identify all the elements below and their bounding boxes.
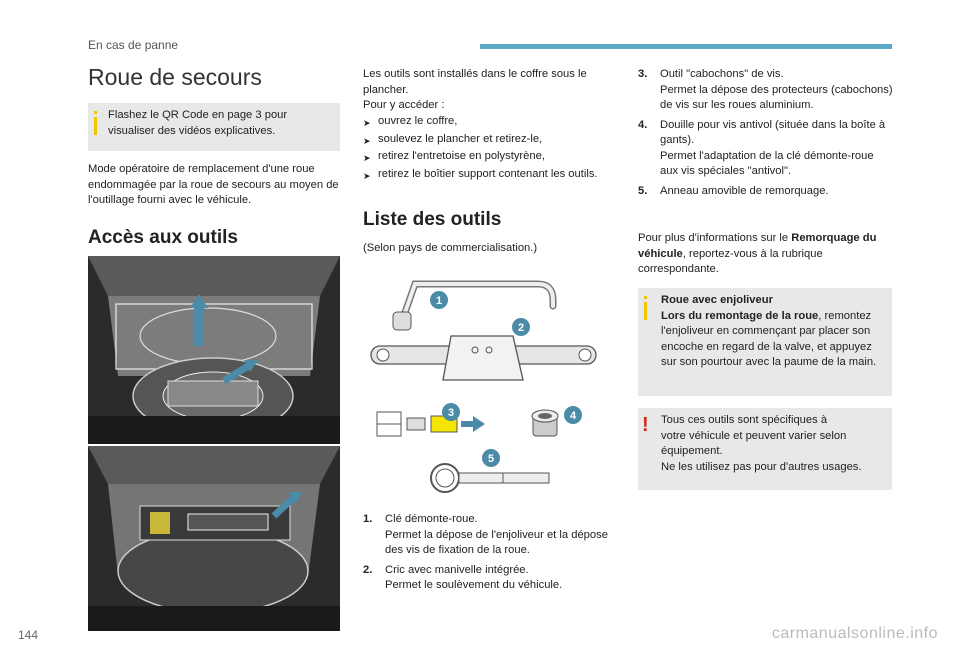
access-intro-text: Les outils sont installés dans le coffre… (363, 68, 587, 96)
info-icon-bar (94, 117, 97, 135)
svg-text:4: 4 (570, 410, 577, 422)
svg-text:1: 1 (436, 295, 442, 307)
enjoliveur-text: Roue avec enjoliveur Lors du remontage d… (661, 294, 877, 368)
list-item: 5. Anneau amovible de remorquage. (638, 184, 829, 197)
wheel-brace-drawing (392, 280, 557, 331)
list-item: ➤retirez le boîtier support contenant le… (363, 167, 613, 185)
tools-heading: Liste des outils (363, 209, 502, 230)
svg-text:2: 2 (518, 322, 524, 334)
arrow-bullet-icon: ➤ (363, 170, 371, 181)
warning-icon: ! (642, 414, 649, 436)
arrow-bullet-icon: ➤ (363, 118, 371, 128)
intro-text: Mode opératoire de remplacement d'une ro… (88, 163, 339, 206)
page-title: Roue de secours (88, 64, 262, 90)
access-heading: Accès aux outils (88, 227, 238, 248)
enjoliveur-info-note: Roue avec enjoliveur Lors du remontage d… (638, 288, 892, 396)
trunk-photo-floor (88, 256, 340, 444)
section-header: En cas de panne (88, 38, 179, 52)
badge-4: 4 (564, 406, 582, 424)
badge-1: 1 (430, 291, 448, 309)
list-item: 2. Cric avec manivelle intégrée.Permet l… (363, 563, 563, 592)
badge-2: 2 (512, 318, 530, 336)
access-how-text: Pour y accéder : (363, 99, 445, 111)
warning-text: Tous ces outils sont spécifiques à votre… (661, 414, 862, 473)
page-number: 144 (18, 628, 39, 642)
jack-drawing (370, 335, 597, 381)
antitheft-socket-drawing (531, 409, 559, 437)
tool-list-b: 3. Outil "cabochons" de vis.Permet la dé… (638, 67, 894, 199)
svg-text:3: 3 (448, 407, 454, 419)
towing-eye-drawing (430, 463, 550, 493)
qr-info-note: Flashez le QR Code en page 3 pour visual… (88, 103, 340, 151)
towing-reference: Remorquage du véhicule (638, 232, 877, 260)
more-info-text: Pour plus d'informations sur le Remorqua… (638, 232, 877, 275)
badge-5: 5 (482, 449, 500, 467)
list-item: ➤soulevez le plancher et retirez-le, (363, 132, 613, 150)
arrow-bullet-icon: ➤ (363, 135, 371, 146)
tool-list-a: 1. Clé démonte-roue.Permet la dépose de … (363, 512, 613, 594)
list-item: ➤ouvrez le coffre, (363, 114, 613, 132)
watermark: carmanualsonline.info (771, 625, 938, 642)
list-item: 4. Douille pour vis antivol (située dans… (638, 118, 886, 178)
access-bullet-list: ➤ouvrez le coffre, ➤soulevez le plancher… (363, 114, 613, 184)
header-accent-bar (480, 44, 892, 49)
tools-illustration: 1 2 3 4 5 (370, 280, 597, 493)
badge-3: 3 (442, 403, 460, 421)
trunk-photo-tools (88, 446, 340, 631)
tools-subtitle: (Selon pays de commercialisation.) (363, 242, 538, 254)
info-icon (94, 111, 97, 114)
cap-tool-drawing (376, 411, 485, 437)
info-icon-bar (644, 302, 647, 320)
info-icon (644, 296, 647, 299)
svg-text:5: 5 (488, 453, 494, 465)
list-item: 3. Outil "cabochons" de vis.Permet la dé… (638, 68, 893, 111)
warning-note: ! Tous ces outils sont spécifiques à vot… (638, 408, 892, 490)
arrow-bullet-icon: ➤ (363, 153, 371, 163)
list-item: ➤retirez l'entretoise en polystyrène, (363, 149, 613, 167)
list-item: 1. Clé démonte-roue.Permet la dépose de … (363, 513, 608, 556)
qr-note-text: Flashez le QR Code en page 3 pour visual… (108, 109, 288, 137)
